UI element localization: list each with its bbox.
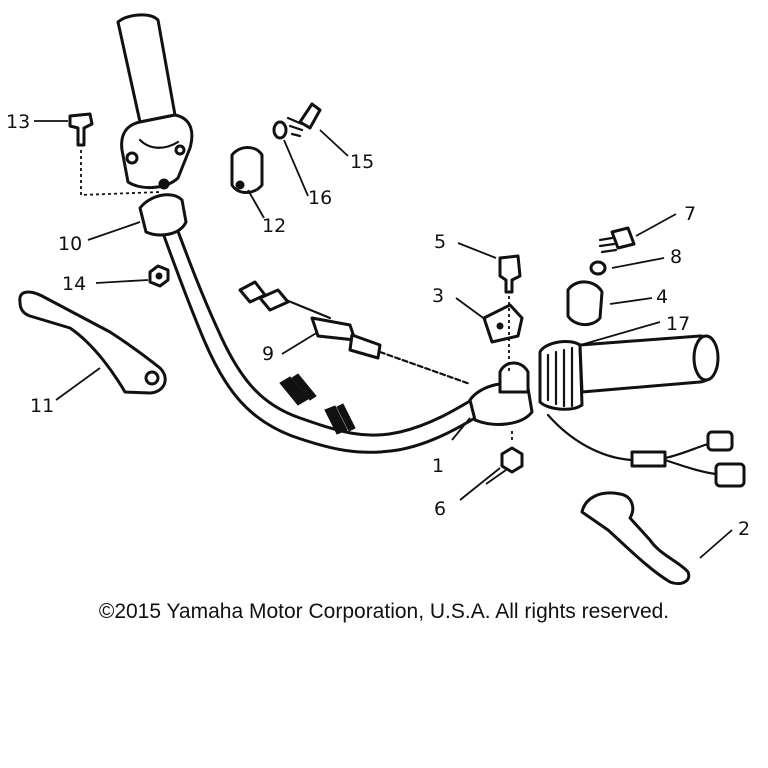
callout-3: 3	[432, 285, 444, 307]
switch-wiring-connectors	[546, 413, 746, 488]
callout-9: 9	[262, 343, 274, 365]
callout-12: 12	[262, 215, 286, 237]
callout-7: 7	[684, 203, 696, 225]
bolt-15	[286, 102, 322, 138]
left-lever	[18, 290, 167, 395]
right-holder-clamp	[566, 280, 604, 326]
switch-3	[482, 303, 524, 344]
callout-16: 16	[308, 187, 332, 209]
callout-2: 2	[738, 518, 750, 540]
callout-17: 17	[666, 313, 690, 335]
washer-8	[589, 260, 607, 276]
callout-11: 11	[30, 395, 54, 417]
callout-labels: 1 2 3 4 5 6 7 8 9 10 11 12 13 14 15 16 1…	[6, 111, 750, 540]
callout-8: 8	[670, 246, 682, 268]
right-lever	[580, 491, 691, 586]
callout-leaders	[34, 120, 733, 559]
callout-15: 15	[350, 151, 374, 173]
bolt-7	[598, 226, 636, 254]
left-holder-clamp	[230, 146, 264, 194]
nut-14	[148, 264, 170, 288]
bolt-13	[68, 112, 161, 196]
callout-14: 14	[62, 273, 86, 295]
left-grip-throttle-assembly	[116, 13, 194, 189]
handlebar-parts-diagram: 1 2 3 4 5 6 7 8 9 10 11 12 13 14 15 16 1…	[6, 13, 750, 586]
bolt-5	[498, 254, 522, 372]
washer-16	[272, 120, 288, 140]
right-grip-switch-assembly	[538, 334, 720, 411]
copyright-notice: ©2015 Yamaha Motor Corporation, U.S.A. A…	[98, 600, 670, 623]
callout-5: 5	[434, 231, 446, 253]
left-lever-bracket	[138, 178, 188, 237]
callout-1: 1	[432, 455, 444, 477]
clutch-switch-cable	[238, 280, 472, 386]
nut-6	[500, 430, 524, 474]
right-lever-bracket	[468, 361, 534, 426]
callout-10: 10	[58, 233, 82, 255]
callout-6: 6	[434, 498, 446, 520]
callout-13: 13	[6, 111, 30, 133]
callout-4: 4	[656, 286, 668, 308]
